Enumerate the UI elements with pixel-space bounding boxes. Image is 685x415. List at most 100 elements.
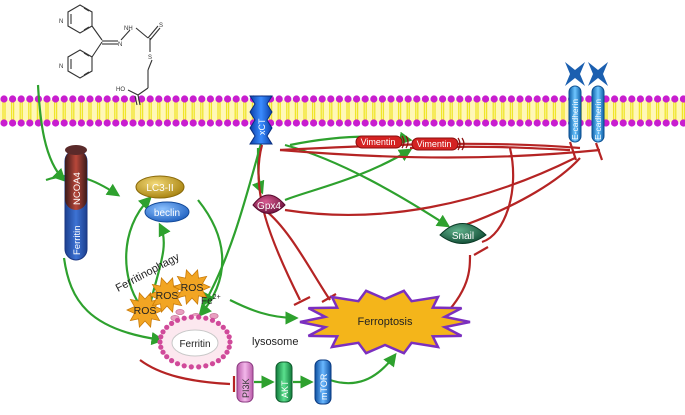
lipid-head <box>413 119 421 127</box>
lipid-head <box>112 95 120 103</box>
activation-arrows <box>36 84 451 385</box>
lipid-head <box>292 95 300 103</box>
e-cadherin-head-icon <box>565 62 585 86</box>
lc3-ii-label: LC3-II <box>146 183 173 194</box>
lipid-head <box>482 95 490 103</box>
lipid-head <box>301 119 309 127</box>
lipid-head <box>464 95 472 103</box>
snail-label: Snail <box>452 231 474 242</box>
ros-label: ROS <box>156 290 179 302</box>
lipid-head <box>550 119 559 127</box>
lipid-head <box>284 95 292 103</box>
lipid-head <box>146 119 154 127</box>
lipid-head <box>464 119 472 127</box>
inhibit-xct-ecad-2 <box>279 148 601 159</box>
pi3k-node: PI3K <box>236 361 254 403</box>
lipid-head <box>327 95 335 103</box>
lipid-head <box>353 119 361 127</box>
lipid-head <box>327 119 335 127</box>
lipid-head <box>26 95 34 103</box>
lipid-head <box>370 95 378 103</box>
lipid-head <box>628 95 636 103</box>
lysosome-dot <box>224 349 230 355</box>
lipid-head <box>275 95 283 103</box>
vimentin-1-body <box>355 135 403 149</box>
lysosome-dot <box>157 339 163 345</box>
inhibit-gpx4-ferroptosis <box>264 209 331 301</box>
lysosome-dot <box>226 344 232 350</box>
lysosome-dot <box>188 314 194 320</box>
lipid-head <box>52 119 60 127</box>
lipid-head <box>619 95 627 103</box>
e-cadherin-2-label: E-cadherin <box>593 99 603 140</box>
lipid-head <box>430 119 438 127</box>
lipid-head <box>26 119 34 127</box>
ferritin-lysosome-ellipse <box>171 329 219 357</box>
inhibit-ros-pi3k <box>139 359 231 386</box>
lipid-head <box>344 119 352 127</box>
lipid-head <box>172 95 180 103</box>
lipid-head <box>542 119 550 127</box>
lipid-head <box>533 119 541 127</box>
lipid-head <box>387 95 395 103</box>
ros-star-icon <box>173 268 211 306</box>
lipid-head <box>146 95 154 103</box>
lipid-head <box>447 95 455 103</box>
pi3k-label: PI3K <box>241 378 251 398</box>
lipid-head <box>396 95 404 103</box>
lipid-head <box>318 95 326 103</box>
lipid-head <box>671 119 679 127</box>
svg-text:N: N <box>59 19 63 25</box>
lipid-head <box>232 95 240 103</box>
ferroptosis-label: Ferroptosis <box>357 316 413 328</box>
arrow-fe-to-ferroptosis <box>229 299 299 325</box>
lysosome-dot <box>227 339 233 345</box>
lysosome-dot <box>169 320 175 326</box>
lipid-head <box>215 95 223 103</box>
lipid-head <box>60 119 68 127</box>
lipid-head <box>241 95 249 103</box>
e-cadherin-group: E-cadherin E-cadherin <box>565 62 608 143</box>
lipid-head <box>335 119 343 127</box>
ros-star-icon <box>126 291 164 329</box>
lipid-head <box>654 119 662 127</box>
lipid-head <box>439 95 447 103</box>
lysosome-dot <box>196 364 202 370</box>
lipid-head <box>163 119 171 127</box>
lipid-head <box>490 95 498 103</box>
lipid-head <box>77 119 85 127</box>
lipid-head <box>181 95 189 103</box>
lipid-head <box>138 119 146 127</box>
lysosome-dot <box>215 320 221 326</box>
lipid-head <box>52 95 60 103</box>
vimentin-2-label: Vimentin <box>417 139 452 149</box>
xct-transporter: xCT <box>249 95 273 145</box>
xct-label: xCT <box>257 118 267 135</box>
ferritin-ncoa4-cylinder: NCOA4 Ferritin <box>64 145 88 261</box>
vimentin-2: Vimentin <box>411 137 465 151</box>
inhibit-snail-ecad <box>464 157 581 227</box>
lipid-head <box>499 119 507 127</box>
lysosome: Ferritin <box>157 314 233 370</box>
mtor-node: mTOR <box>314 359 332 405</box>
lipid-head <box>155 119 163 127</box>
membrane-tail-band <box>0 100 685 122</box>
lipid-head <box>679 95 685 103</box>
inhibit-gpx4-ecad <box>284 157 576 217</box>
mtor-body <box>314 359 332 405</box>
lipid-head <box>0 119 8 127</box>
vimentin-coil-icon <box>457 137 465 151</box>
lipid-head <box>292 119 300 127</box>
lipid-head <box>396 119 404 127</box>
lysosome-dot <box>188 364 194 370</box>
fe-ion-dot <box>209 313 219 319</box>
vimentin-coil-icon <box>401 135 409 149</box>
lipid-head <box>224 119 232 127</box>
akt-body <box>275 361 293 403</box>
lipid-head <box>499 95 507 103</box>
lipid-head <box>206 119 214 127</box>
inhibit-bar-2 <box>321 293 337 303</box>
akt-node: AKT <box>275 361 293 403</box>
lipid-head <box>447 119 455 127</box>
